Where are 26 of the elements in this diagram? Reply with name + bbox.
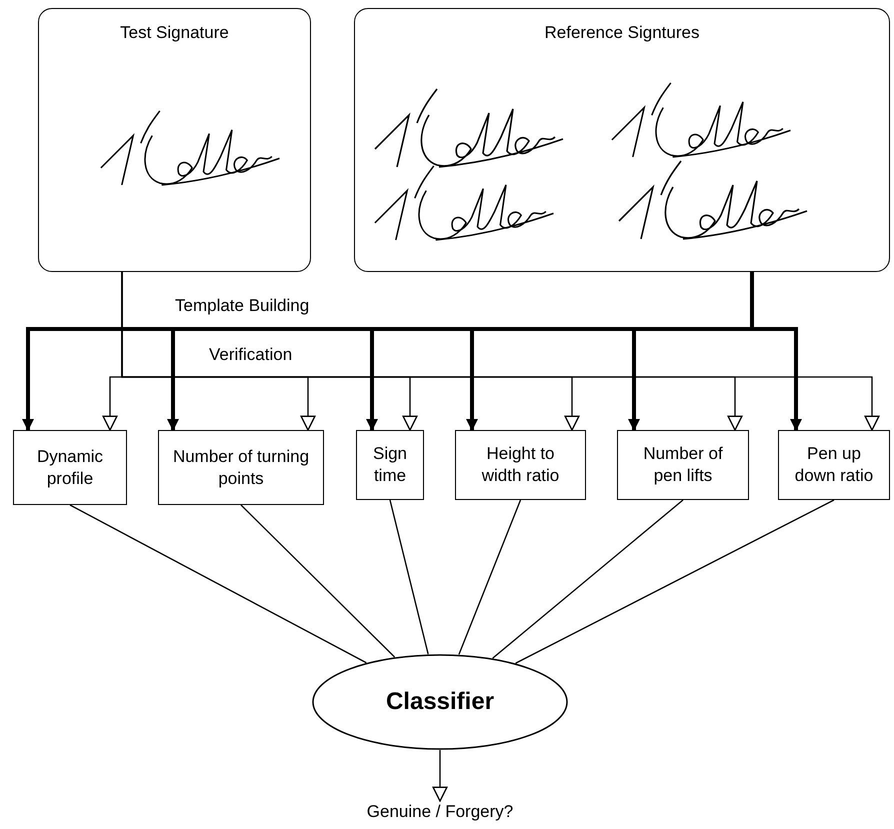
feature-box [356,430,424,500]
feature-box [617,430,749,500]
panel-title: Reference Signtures [544,23,700,43]
feature-box [778,430,890,500]
signature-panel [38,8,311,272]
panel-title: Test Signature [119,23,230,43]
feature-label: Number of pen lifts [642,443,724,487]
feature-box [13,430,127,505]
feature-label: Height to width ratio [480,443,560,487]
feature-box [158,430,324,505]
feature-label: Dynamic profile [36,446,104,490]
feature-label: Sign time [372,443,408,487]
connector-line [515,499,834,664]
verification-arrow [432,750,448,802]
connector-line [389,500,429,654]
connector-line [458,500,522,655]
verification-arrow [121,272,880,431]
connector-line [492,500,684,659]
output-label: Genuine / Forgery? [366,801,514,823]
feature-label: Number of turning points [172,446,310,490]
classifier-label: Classifier [386,688,494,716]
feature-label: Pen up down ratio [794,443,874,487]
feature-box [455,430,586,500]
signature-panel [354,8,890,272]
connector-line [240,504,396,658]
connector-line [70,504,367,664]
